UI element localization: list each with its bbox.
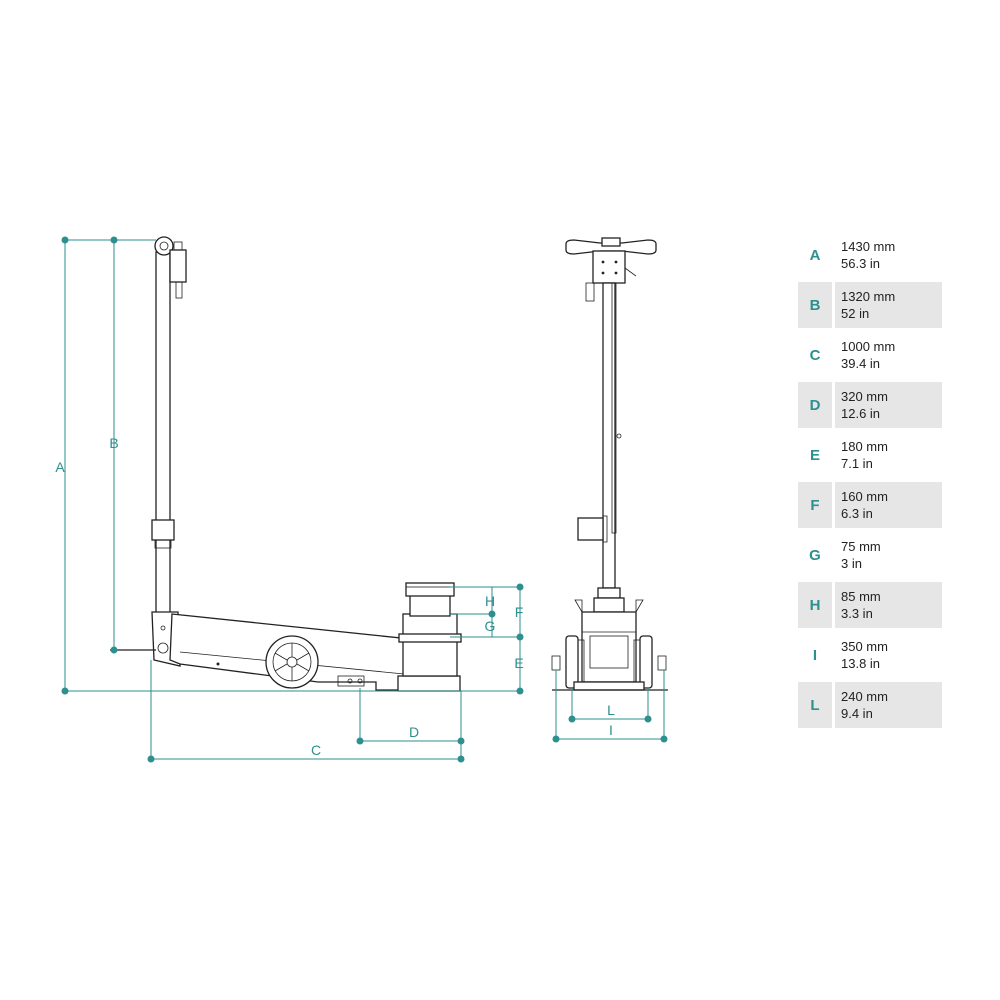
spec-mm: 160 mm bbox=[841, 489, 888, 504]
spec-key: E bbox=[809, 446, 820, 464]
spec-inch: 3.3 in bbox=[841, 606, 873, 621]
dim-label-l: L bbox=[607, 702, 615, 718]
spec-key: F bbox=[798, 482, 832, 528]
spec-inch: 52 in bbox=[841, 306, 870, 321]
spec-inch: 6.3 in bbox=[841, 506, 873, 521]
spec-key: I bbox=[812, 646, 818, 664]
spec-row-f: F 160 mm 6.3 in bbox=[798, 482, 942, 528]
spec-inch: 3 in bbox=[841, 556, 862, 571]
spec-key: C bbox=[809, 346, 821, 364]
spec-value: 1000 mm 39.4 in bbox=[835, 332, 942, 378]
spec-value: 240 mm 9.4 in bbox=[835, 682, 942, 728]
dim-label-c: C bbox=[311, 742, 321, 758]
spec-mm: 350 mm bbox=[841, 639, 888, 654]
spec-inch: 56.3 in bbox=[841, 256, 881, 271]
spec-mm: 240 mm bbox=[841, 689, 888, 704]
side-view-dimensions: A B C D H G F E bbox=[55, 236, 524, 763]
spec-value: 85 mm 3.3 in bbox=[835, 582, 942, 628]
spec-mm: 1320 mm bbox=[841, 289, 896, 304]
spec-value: 1430 mm 56.3 in bbox=[835, 232, 942, 278]
spec-value: 180 mm 7.1 in bbox=[835, 432, 942, 478]
spec-row-l: L 240 mm 9.4 in bbox=[798, 682, 942, 728]
dim-label-a: A bbox=[55, 459, 65, 475]
spec-key: L bbox=[798, 682, 832, 728]
spec-row-d: D 320 mm 12.6 in bbox=[798, 382, 942, 428]
spec-value: 320 mm 12.6 in bbox=[835, 382, 942, 428]
spec-mm: 1430 mm bbox=[841, 239, 896, 254]
dim-label-h: H bbox=[485, 593, 495, 609]
spec-inch: 9.4 in bbox=[841, 706, 873, 721]
front-view-dimensions: L I bbox=[552, 670, 668, 743]
spec-row-i: I 350 mm 13.8 in bbox=[798, 632, 942, 678]
dim-label-f: F bbox=[515, 604, 524, 620]
dim-label-d: D bbox=[409, 724, 419, 740]
front-view bbox=[551, 237, 668, 691]
spec-value: 160 mm 6.3 in bbox=[835, 482, 942, 528]
spec-value: 1320 mm 52 in bbox=[835, 282, 942, 328]
dim-label-i: I bbox=[609, 722, 613, 738]
spec-value: 350 mm 13.8 in bbox=[835, 632, 942, 678]
spec-inch: 39.4 in bbox=[841, 356, 881, 371]
spec-key: H bbox=[798, 582, 832, 628]
spec-key: D bbox=[798, 382, 832, 428]
spec-mm: 85 mm bbox=[841, 589, 881, 604]
spec-row-c: C 1000 mm 39.4 in bbox=[798, 332, 942, 378]
spec-mm: 180 mm bbox=[841, 439, 888, 454]
spec-inch: 7.1 in bbox=[841, 456, 873, 471]
dimension-spec-table: A 1430 mm 56.3 in B 1320 mm 52 in C 1000… bbox=[798, 232, 942, 732]
spec-inch: 12.6 in bbox=[841, 406, 881, 421]
spec-key: B bbox=[798, 282, 832, 328]
spec-key: A bbox=[809, 246, 821, 264]
spec-inch: 13.8 in bbox=[841, 656, 881, 671]
spec-row-a: A 1430 mm 56.3 in bbox=[798, 232, 942, 278]
spec-value: 75 mm 3 in bbox=[835, 532, 942, 578]
spec-row-b: B 1320 mm 52 in bbox=[798, 282, 942, 328]
dim-label-g: G bbox=[485, 618, 496, 634]
spec-mm: 320 mm bbox=[841, 389, 888, 404]
side-view bbox=[110, 236, 462, 692]
spec-row-h: H 85 mm 3.3 in bbox=[798, 582, 942, 628]
dim-label-e: E bbox=[514, 655, 523, 671]
spec-mm: 1000 mm bbox=[841, 339, 896, 354]
dim-label-b: B bbox=[109, 435, 118, 451]
spec-mm: 75 mm bbox=[841, 539, 881, 554]
spec-key: G bbox=[809, 546, 821, 564]
spec-row-g: G 75 mm 3 in bbox=[798, 532, 942, 578]
spec-row-e: E 180 mm 7.1 in bbox=[798, 432, 942, 478]
